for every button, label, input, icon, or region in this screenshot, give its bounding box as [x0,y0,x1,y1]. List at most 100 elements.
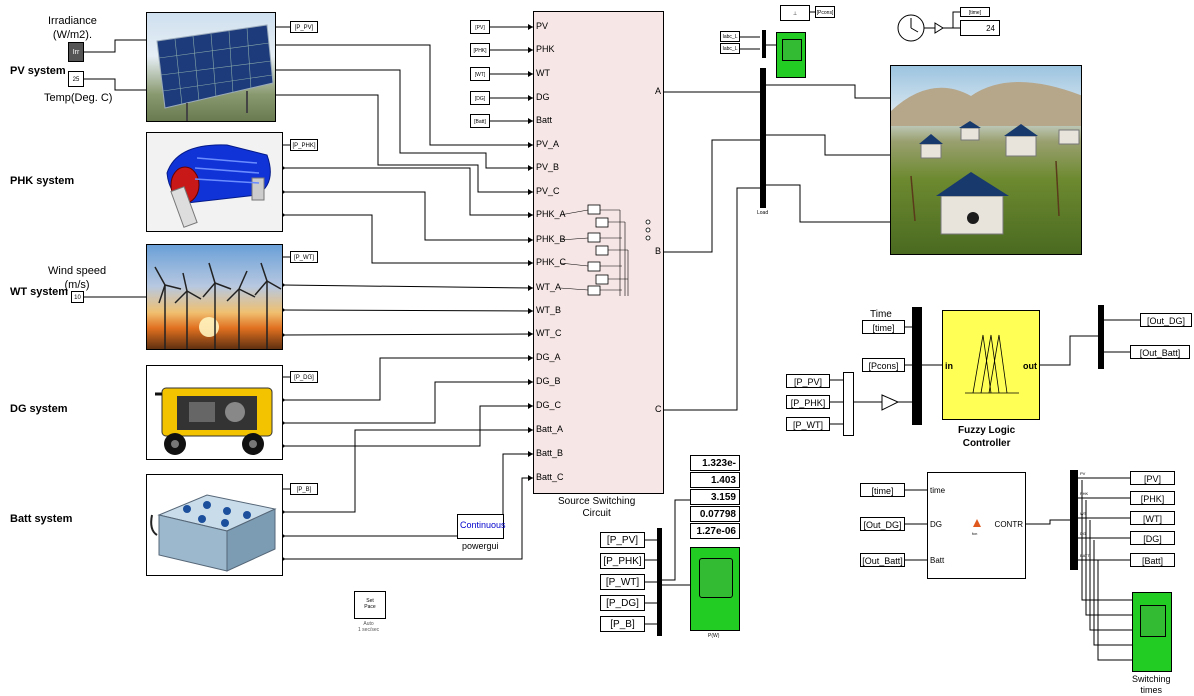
fuzzy-from-p-wt[interactable]: [P_WT] [786,417,830,431]
power-scope-p-phk[interactable]: [P_PHK] [600,553,645,569]
powergui-block[interactable]: Continuous [457,514,504,539]
fuzzy-mux[interactable] [912,307,922,425]
from-pv[interactable]: [PV] [470,20,490,34]
ctrl-from-time[interactable]: [time] [860,483,905,497]
from-dg[interactable]: [DG] [470,91,490,105]
matlab-function-block[interactable]: time DG Batt CONTR fcn [927,472,1026,579]
port-arrow-icon [528,189,533,195]
goto-wt[interactable]: [WT] [1130,511,1175,525]
power-scope-p-pv[interactable]: [P_PV] [600,532,645,548]
goto-p-pv[interactable]: [P_PV] [290,21,318,33]
switching-input-port: DG_C [536,400,561,410]
numeric-display-value: 0.07798 [690,506,740,522]
switching-input-port: WT_A [536,282,561,292]
port-arrow-icon [528,285,533,291]
switching-input-port: DG [536,92,550,102]
fuzzy-logic-block[interactable]: in out [942,310,1040,420]
switching-times-scope[interactable] [1132,592,1172,672]
switching-input-port: WT [536,68,550,78]
fuzzy-from-pcons[interactable]: [Pcons] [862,358,905,372]
power-scope-p-dg[interactable]: [P_DG] [600,595,645,611]
load-bus[interactable] [760,68,766,208]
batt-system-label: Batt system [10,513,72,525]
power-scope-p-wt[interactable]: [P_WT] [600,574,645,590]
numeric-display-value: 1.403 [690,472,740,488]
hydrokinetic-turbine-image[interactable] [146,132,283,232]
switching-input-port: PV [536,21,548,31]
from-wt[interactable]: [WT] [470,67,490,81]
port-arrow-icon [528,403,533,409]
goto-p-b[interactable]: [P_B] [290,483,318,495]
power-scope[interactable] [690,547,740,631]
switching-input-port: PV_C [536,186,560,196]
iabc-tag-1[interactable]: Iabc_L [720,31,740,42]
port-arrow-icon [528,118,533,124]
goto-out-batt[interactable]: [Out_Batt] [1130,345,1190,359]
switching-times-label: Switching times [1132,674,1171,696]
power-scope-label: P(W) [708,633,719,639]
switching-input-port: PV_A [536,139,559,149]
power-scope-p-b[interactable]: [P_B] [600,616,645,632]
numeric-display-value: 3.159 [690,489,740,505]
port-arrow-icon [528,331,533,337]
time-goto[interactable]: [time] [960,7,990,17]
numeric-display-value: 1.323e-06 [690,455,740,471]
top-mux[interactable] [762,30,766,58]
powergui-label: powergui [462,541,499,551]
goto-p-phk[interactable]: [P_PHK] [290,139,318,151]
solar-panel-image[interactable] [146,12,276,122]
fuzzy-demux[interactable] [1098,305,1104,369]
power-calc-block[interactable]: ⊥ [780,5,810,21]
temp-constant[interactable]: 25 [68,71,84,87]
port-arrow-icon [528,212,533,218]
output-port-a: A [655,86,661,96]
dg-system-label: DG system [10,403,67,415]
set-pace-block[interactable]: Set Pace [354,591,386,619]
goto-p-dg[interactable]: [P_DG] [290,371,318,383]
power-mux[interactable] [657,528,662,636]
fuzzy-from-p-pv[interactable]: [P_PV] [786,374,830,388]
port-arrow-icon [528,24,533,30]
ctrl-from-out-batt[interactable]: [Out_Batt] [860,553,905,567]
irradiance-constant[interactable]: Irr [68,42,84,62]
port-arrow-icon [528,427,533,433]
switching-input-port: PHK_B [536,234,566,244]
source-switching-block[interactable] [533,11,664,494]
port-arrow-icon [528,71,533,77]
controller-demux[interactable] [1070,470,1078,570]
diesel-generator-image[interactable] [146,365,283,460]
fuzzy-from-time[interactable]: [time] [862,320,905,334]
switching-input-port: DG_B [536,376,561,386]
goto-dg[interactable]: [DG] [1130,531,1175,545]
goto-phk[interactable]: [PHK] [1130,491,1175,505]
wind-turbine-image[interactable] [146,244,283,350]
numeric-display-value: 1.27e-06 [690,523,740,539]
goto-out-dg[interactable]: [Out_DG] [1140,313,1192,327]
iabc-tag-2[interactable]: Iabc_L [720,43,740,54]
phk-system-label: PHK system [10,175,74,187]
top-scope[interactable] [776,32,806,78]
irradiance-label: Irradiance (W/m2). [48,14,97,42]
fuzzy-out-port: out [1023,361,1037,371]
village-load-image[interactable] [890,65,1082,255]
from-phk[interactable]: [PHK] [470,43,490,57]
pcons-goto[interactable]: [Pcons] [815,6,835,18]
port-arrow-icon [528,451,533,457]
ctrl-port-time: time [930,486,945,495]
port-arrow-icon [528,475,533,481]
temp-label: Temp(Deg. C) [44,92,112,104]
sum-mux[interactable] [843,372,854,436]
goto-batt[interactable]: [Batt] [1130,553,1175,567]
wind-constant[interactable]: 10 [71,291,84,303]
goto-pv[interactable]: [PV] [1130,471,1175,485]
demux-port-label: PHK [1080,491,1088,496]
goto-p-wt[interactable]: [P_WT] [290,251,318,263]
port-arrow-icon [528,165,533,171]
from-batt[interactable]: [Batt] [470,114,490,128]
ctrl-from-out-dg[interactable]: [Out_DG] [860,517,905,531]
switching-input-port: Batt_A [536,424,563,434]
switching-input-port: Batt_B [536,448,563,458]
fuzzy-from-p-phk[interactable]: [P_PHK] [786,395,830,409]
battery-bank-image[interactable] [146,474,283,576]
switching-input-port: PHK_A [536,209,566,219]
